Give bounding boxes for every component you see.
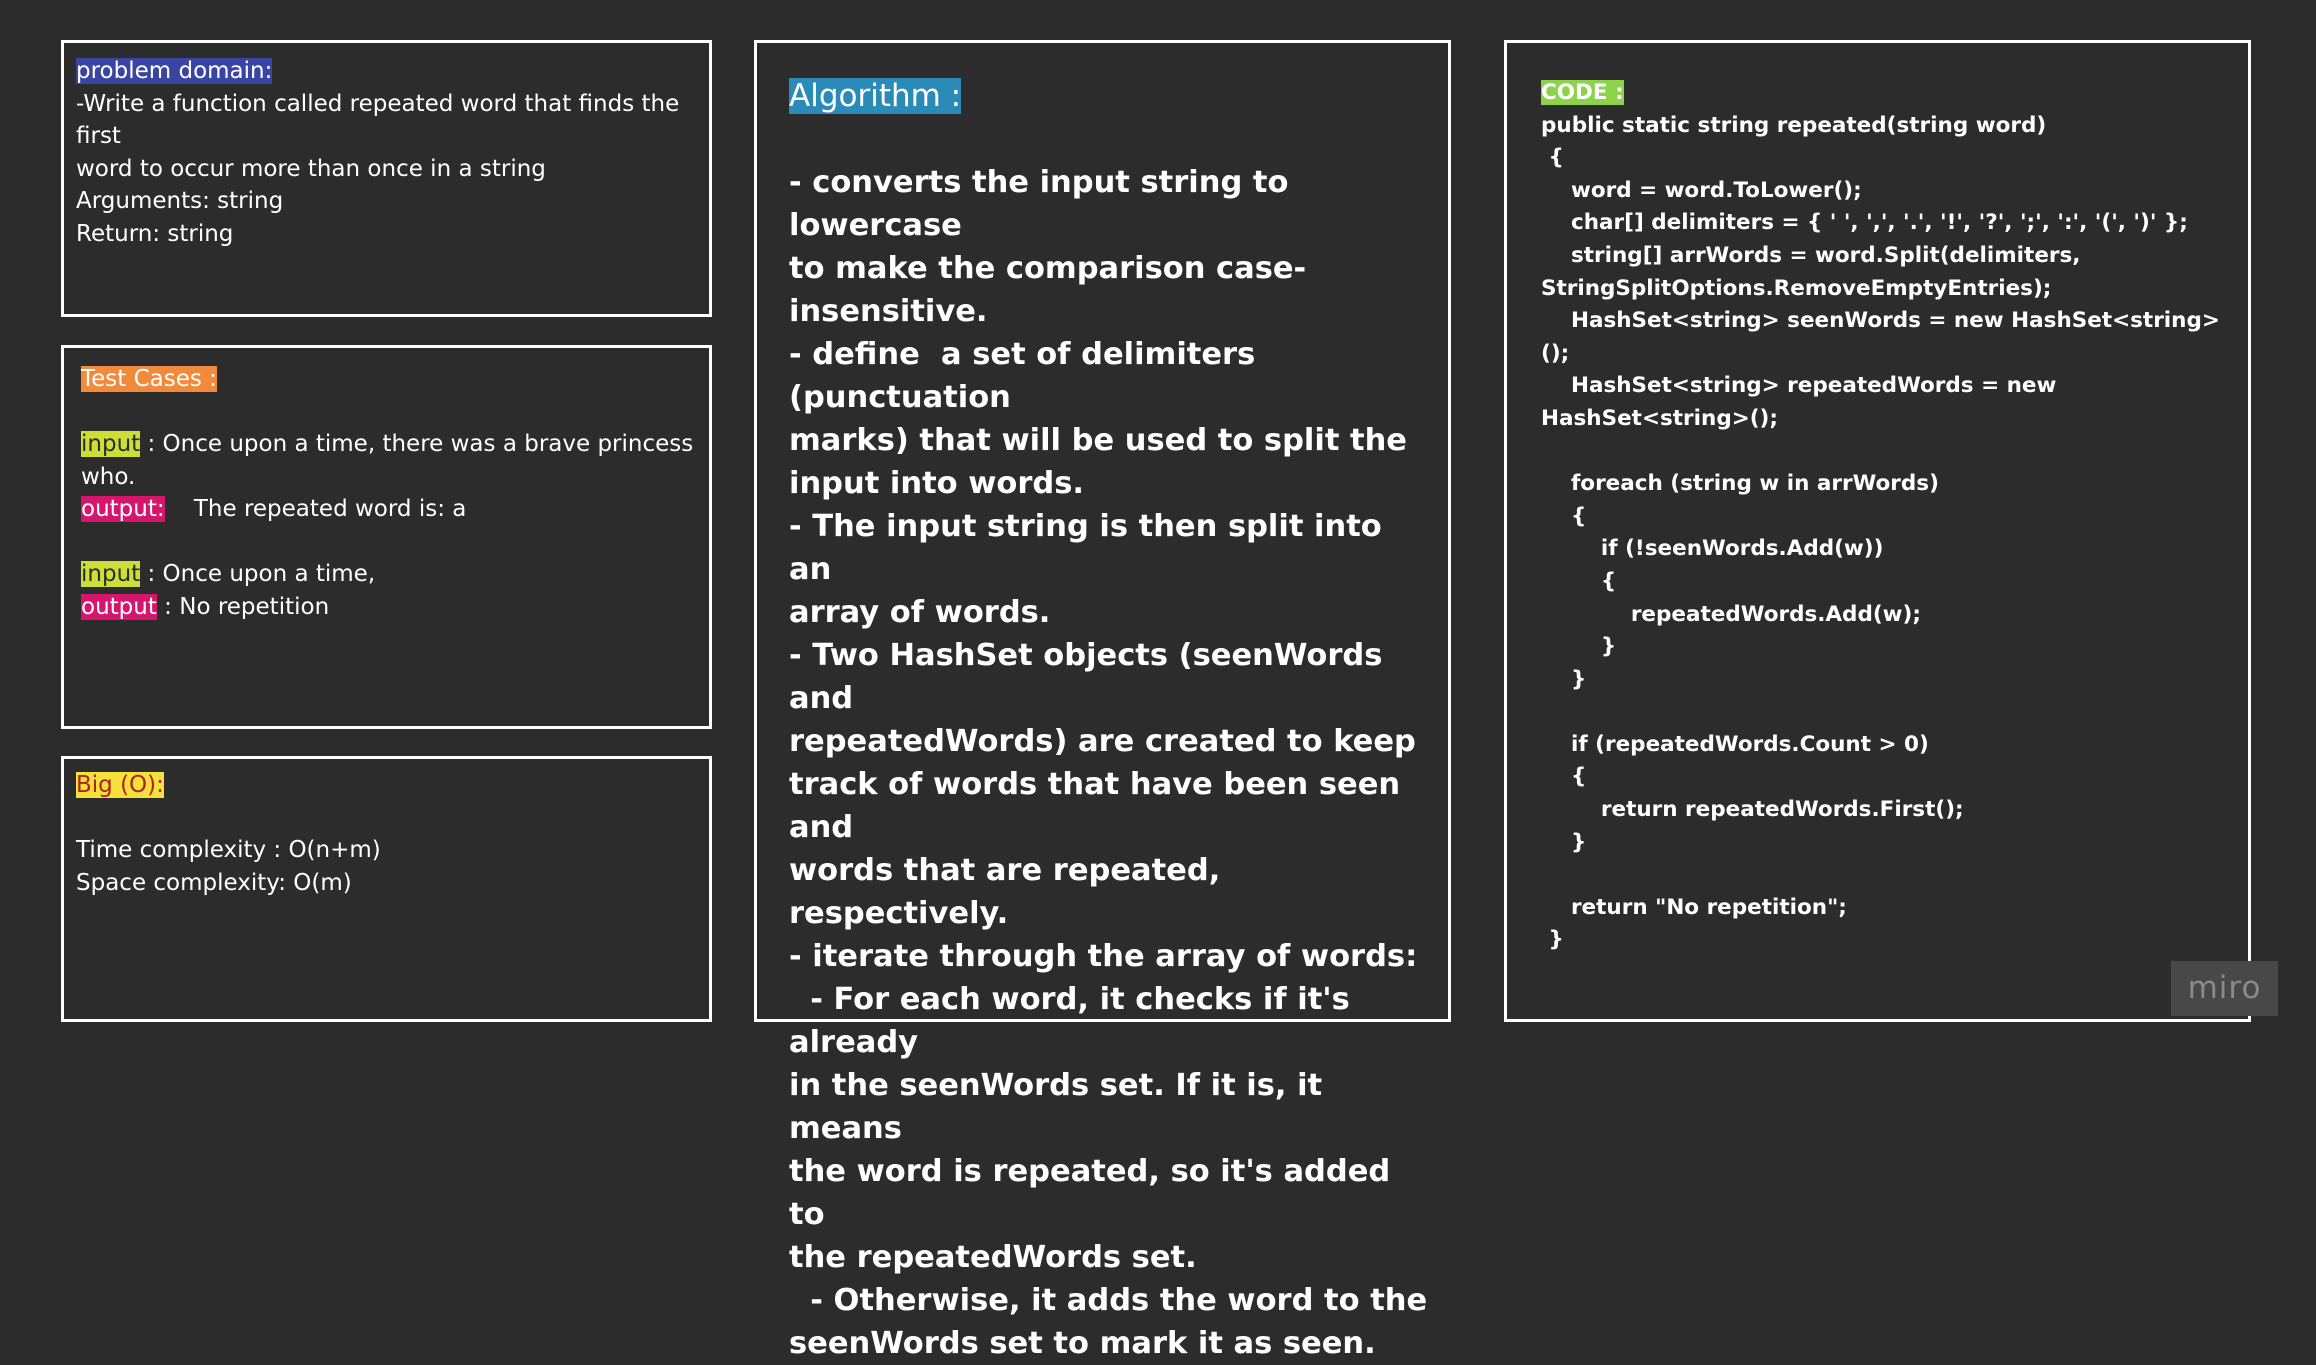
code-line: public static string repeated(string wor…	[1541, 112, 2047, 138]
algorithm-line: - Otherwise, it adds the word to the	[789, 1283, 1428, 1318]
algorithm-line: the repeatedWords set.	[789, 1240, 1197, 1275]
space-complexity: Space complexity: O(m)	[76, 869, 352, 896]
code-line: HashSet<string> seenWords = new HashSet<…	[1541, 308, 2220, 366]
miro-logo[interactable]: miro	[2171, 961, 2278, 1016]
algorithm-line: - The input string is then split into an	[789, 509, 1393, 587]
algorithm-line: seenWords set to mark it as seen.	[789, 1326, 1376, 1361]
code-line: }	[1541, 829, 1587, 855]
code-line: foreach (string w in arrWords)	[1541, 471, 1939, 497]
input-label: input	[81, 431, 141, 457]
problem-line: -Write a function called repeated word t…	[76, 90, 687, 150]
code-line: string[] arrWords = word.Split(delimiter…	[1541, 242, 2081, 268]
test-cases-content: Test Cases : input : Once upon a time, t…	[81, 363, 701, 623]
big-o-card[interactable]: Big (O): Time complexity : O(n+m) Space …	[61, 756, 712, 1022]
input-text: who.	[81, 463, 136, 490]
code-line: {	[1541, 764, 1587, 790]
algorithm-line: - Two HashSet objects (seenWords and	[789, 638, 1394, 716]
code-card[interactable]: CODE : public static string repeated(str…	[1504, 40, 2251, 1022]
code-line: if (repeatedWords.Count > 0)	[1541, 731, 1929, 757]
algorithm-card[interactable]: Algorithm : - converts the input string …	[754, 40, 1451, 1361]
big-o-content: Big (O): Time complexity : O(n+m) Space …	[76, 769, 706, 899]
test-cases-card[interactable]: Test Cases : input : Once upon a time, t…	[61, 345, 712, 729]
code-line: StringSplitOptions.RemoveEmptyEntries);	[1541, 275, 2052, 301]
code-line: }	[1541, 634, 1617, 660]
algorithm-line: array of words.	[789, 595, 1051, 630]
code-line: }	[1541, 666, 1587, 692]
code-line: return repeatedWords.First();	[1541, 797, 1964, 823]
problem-line: Arguments: string	[76, 188, 284, 214]
code-line: HashSet<string>();	[1541, 405, 1778, 431]
problem-domain-heading: problem domain:	[76, 58, 273, 84]
algorithm-line: to make the comparison case-	[789, 251, 1307, 286]
problem-domain-content: problem domain: -Write a function called…	[76, 55, 706, 250]
input-text: : Once upon a time,	[140, 561, 376, 587]
code-line: {	[1541, 145, 1564, 171]
code-line: HashSet<string> repeatedWords = new	[1541, 373, 2057, 399]
code-line: return "No repetition";	[1541, 894, 1847, 920]
algorithm-line: repeatedWords) are created to keep	[789, 724, 1416, 759]
algorithm-heading: Algorithm :	[789, 78, 962, 114]
input-label: input	[81, 561, 141, 587]
problem-line: word to occur more than once in a string	[76, 155, 546, 182]
big-o-heading: Big (O):	[76, 772, 164, 798]
algorithm-line: input into words.	[789, 466, 1084, 501]
algorithm-line: in the seenWords set. If it is, it means	[789, 1068, 1333, 1146]
algorithm-line: - iterate through the array of words:	[789, 939, 1418, 974]
test-cases-heading: Test Cases :	[81, 366, 217, 392]
algorithm-line: - converts the input string to lowercase	[789, 165, 1300, 243]
code-content: CODE : public static string repeated(str…	[1541, 77, 2241, 957]
problem-line: Return: string	[76, 220, 234, 247]
code-line: {	[1541, 503, 1587, 529]
algorithm-line: marks) that will be used to split the	[789, 423, 1407, 458]
input-text: : Once upon a time, there was a brave pr…	[140, 431, 694, 457]
code-line: }	[1541, 927, 1564, 953]
output-text: The repeated word is: a	[164, 496, 467, 522]
algorithm-steps: - converts the input string to lowercase…	[789, 161, 1429, 1365]
output-text: : No repetition	[156, 593, 330, 620]
code-line: word = word.ToLower();	[1541, 177, 1862, 203]
algorithm-line: insensitive.	[789, 294, 988, 329]
algorithm-line: the word is repeated, so it's added to	[789, 1154, 1401, 1232]
code-line: char[] delimiters = { ' ', ',', '.', '!'…	[1541, 210, 2188, 236]
algorithm-line: track of words that have been seen and	[789, 767, 1411, 845]
code-heading: CODE :	[1541, 80, 1624, 105]
output-label: output	[81, 593, 157, 620]
algorithm-line: words that are repeated, respectively.	[789, 853, 1231, 931]
time-complexity: Time complexity : O(n+m)	[76, 837, 381, 863]
algorithm-line: - define a set of delimiters (punctuatio…	[789, 337, 1266, 415]
algorithm-heading-wrap: Algorithm :	[789, 75, 962, 117]
code-line: repeatedWords.Add(w);	[1541, 601, 1921, 627]
problem-domain-card[interactable]: problem domain: -Write a function called…	[61, 40, 712, 317]
algorithm-line: - For each word, it checks if it's alrea…	[789, 982, 1361, 1060]
code-line: {	[1541, 568, 1617, 594]
output-label: output:	[81, 496, 165, 522]
code-line: if (!seenWords.Add(w))	[1541, 536, 1884, 562]
